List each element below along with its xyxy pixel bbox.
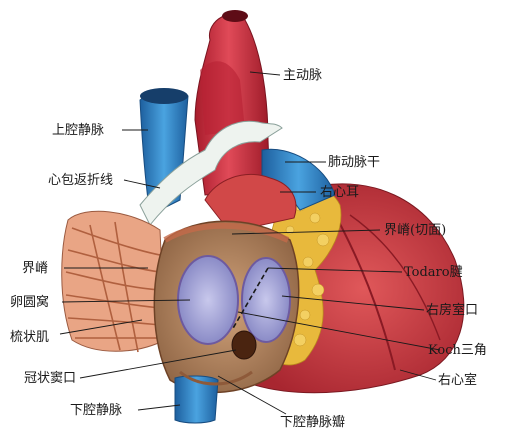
label-ivc-valve: 下腔静脉瓣 <box>280 415 345 430</box>
leader-lines <box>59 71 441 415</box>
tricuspid-orifice-shape <box>241 257 291 343</box>
pericardial-reflection-shape <box>139 120 283 226</box>
label-crista-terminalis: 界嵴 <box>22 261 48 276</box>
right-auricle-shape <box>204 174 297 233</box>
label-coronary-sinus-orifice: 冠状窦口 <box>24 371 76 386</box>
tendon-of-todaro-line <box>231 267 269 331</box>
ivc-valve-shape <box>179 370 253 386</box>
label-right-auricle: 右心耳 <box>320 185 359 200</box>
aorta-opening <box>222 10 248 22</box>
reflected-atrial-wall <box>61 210 166 352</box>
label-fossa-ovalis: 卵圆窝 <box>10 294 49 310</box>
label-tendon-of-todaro: Todaro腱 <box>404 265 463 280</box>
aorta-shape <box>200 61 245 135</box>
label-ivc: 下腔静脉 <box>70 403 122 418</box>
pectinate-muscle-ridges <box>65 221 161 353</box>
label-right-av-orifice: 右房室口 <box>426 302 478 318</box>
label-triangle-of-koch: Koch三角 <box>428 343 487 358</box>
label-aorta: 主动脉 <box>283 68 322 83</box>
svc-opening <box>140 88 188 104</box>
label-pulmonary-trunk: 肺动脉干 <box>328 155 380 170</box>
ventricle-vessel <box>349 214 441 341</box>
label-crista-terminalis-cut: 界嵴(切面) <box>384 223 446 238</box>
coronary-sinus-orifice-shape <box>231 330 257 360</box>
label-pectinate-muscles: 梳状肌 <box>10 330 49 345</box>
label-pericardial-reflection: 心包返折线 <box>48 173 113 188</box>
label-right-ventricle: 右心室 <box>438 372 477 388</box>
crista-terminalis-ridge <box>163 222 290 243</box>
label-svc: 上腔静脉 <box>52 123 104 138</box>
